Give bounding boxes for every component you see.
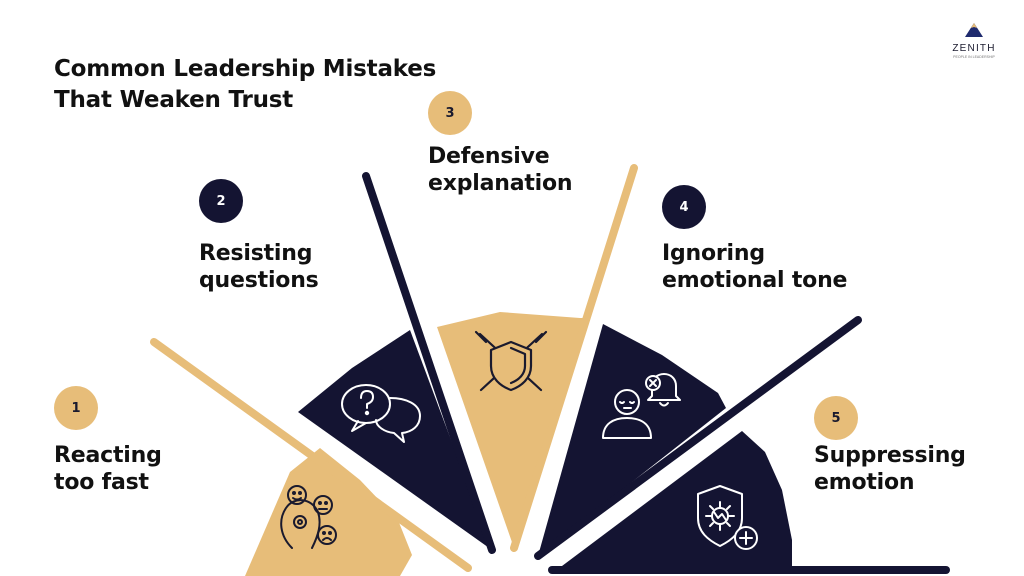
segment-4 [534, 316, 862, 560]
mistake-label-5-line-1: Suppressing [814, 443, 966, 468]
mountain-peak-icon [965, 23, 983, 37]
step-badge-5: 5 [814, 396, 858, 440]
page-title: Common Leadership Mistakes That Weaken T… [54, 54, 436, 116]
mistake-label-4-line-2: emotional tone [662, 268, 848, 293]
mistake-label-3-line-2: explanation [428, 171, 573, 196]
virus-shield-icon [697, 485, 758, 550]
title-line-1: Common Leadership Mistakes [54, 56, 437, 82]
question-chat-icon [341, 384, 421, 443]
title-line-2: That Weaken Trust [54, 87, 294, 113]
mistake-label-5: Suppressing emotion [814, 442, 966, 496]
logo-wordmark: ZENITH [952, 43, 996, 54]
mistake-label-3: Defensive explanation [428, 143, 573, 197]
emotions-head-icon [280, 485, 337, 549]
mistake-label-2-line-2: questions [199, 268, 319, 293]
segment-5 [548, 431, 950, 574]
step-badge-4: 4 [662, 185, 706, 229]
step-badge-1: 1 [54, 386, 98, 430]
logo-tagline: PEOPLE IN LEADERSHIP [953, 55, 995, 59]
step-badge-3: 3 [428, 91, 472, 135]
mistake-label-5-line-2: emotion [814, 470, 915, 495]
mistake-label-3-line-1: Defensive [428, 144, 550, 169]
step-badge-2: 2 [199, 179, 243, 223]
mistake-label-1-line-1: Reacting [54, 443, 162, 468]
mistake-label-2: Resisting questions [199, 240, 319, 294]
mistake-label-1: Reacting too fast [54, 442, 162, 496]
mistake-label-4: Ignoring emotional tone [662, 240, 847, 294]
mistake-label-2-line-1: Resisting [199, 241, 313, 266]
zenith-logo: ZENITH PEOPLE IN LEADERSHIP [944, 22, 1004, 59]
muted-notification-person-icon [602, 373, 681, 439]
mistake-label-1-line-2: too fast [54, 470, 149, 495]
mistake-label-4-line-1: Ignoring [662, 241, 765, 266]
segment-3 [437, 164, 638, 552]
shield-swords-icon [474, 330, 548, 392]
segment-2 [298, 172, 496, 554]
